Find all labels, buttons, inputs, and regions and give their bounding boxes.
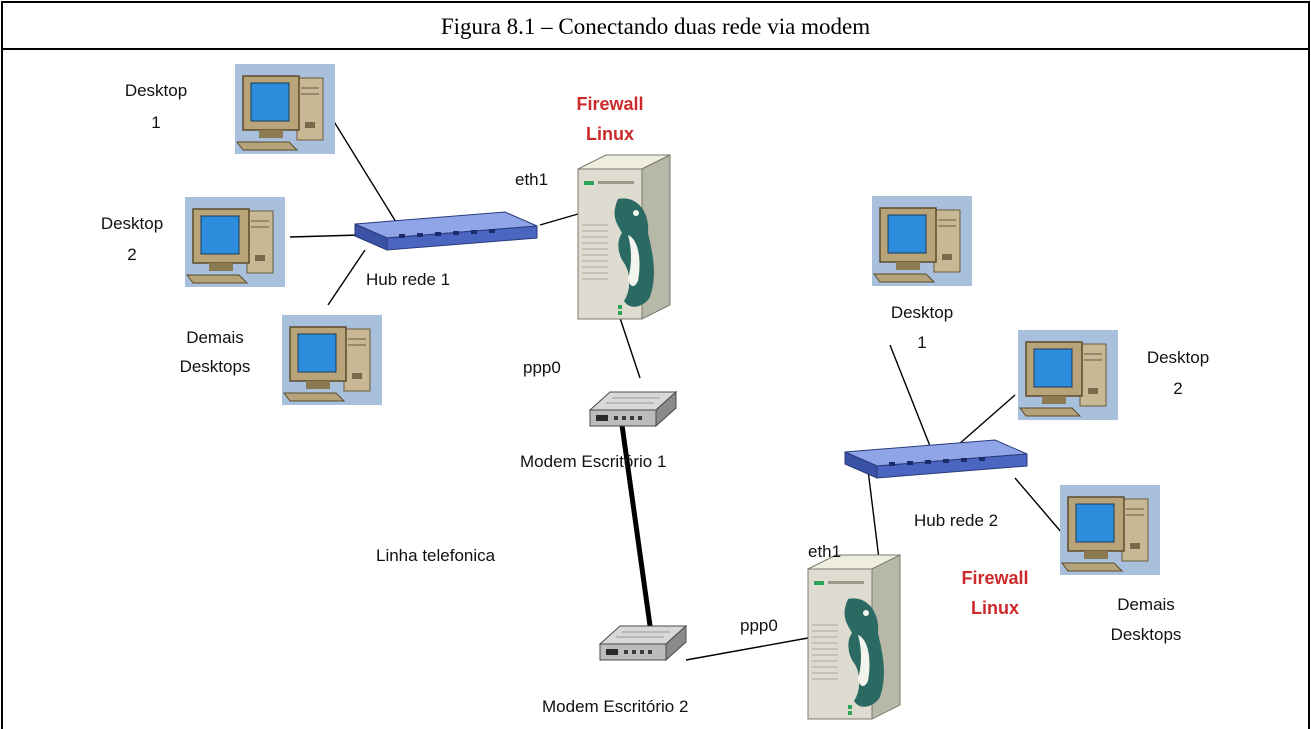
ppp0-left-label: ppp0: [523, 358, 561, 377]
modem1-label: Modem Escritório 1: [520, 452, 666, 471]
hub1-label: Hub rede 1: [366, 270, 450, 289]
desktop2-right-label-line1: Desktop: [1147, 348, 1209, 367]
eth1-left-label: eth1: [515, 170, 548, 189]
firewall2-label-line1: Firewall: [961, 568, 1028, 588]
link-firewall1-modem1: [619, 317, 641, 379]
other-desktops-left-label-line1: Demais: [186, 328, 244, 347]
frame-border-right: [1308, 1, 1310, 729]
desktop2-left-icon: [184, 196, 286, 288]
desktop2-left-label-line2: 2: [127, 245, 136, 264]
link-modem2-firewall2: [685, 637, 809, 661]
desktop2-right-label-line2: 2: [1173, 379, 1182, 398]
hub2-label: Hub rede 2: [914, 511, 998, 530]
desktop2-left-label-line1: Desktop: [101, 214, 163, 233]
desktop1-left-icon: [234, 63, 336, 155]
eth1-right-label: eth1: [808, 542, 841, 561]
desktop1-right-icon: [871, 195, 973, 287]
network-links: [289, 119, 1069, 661]
link-others-hub2: [1014, 477, 1069, 541]
firewall1-label-line2: Linux: [586, 124, 634, 144]
link-desktop2-hub1: [289, 234, 361, 238]
other-desktops-right-icon: [1059, 484, 1161, 576]
phone-line-link: [619, 424, 655, 641]
modem1-icon: [589, 391, 677, 427]
link-desktop1-hub2: [889, 344, 931, 447]
hub2-icon: [844, 439, 1028, 479]
desktop1-left-label-line2: 1: [151, 113, 160, 132]
other-desktops-right-label-line2: Desktops: [1111, 625, 1182, 644]
figure-caption: Figura 8.1 – Conectando duas rede via mo…: [440, 14, 871, 39]
caption-divider: [1, 48, 1310, 50]
firewall1-label-line1: Firewall: [576, 94, 643, 114]
link-others-hub1: [327, 249, 366, 306]
frame-border-top: [1, 1, 1310, 3]
link-hub1-firewall1: [539, 213, 579, 226]
link-desktop2-hub2: [957, 394, 1016, 446]
desktop1-left-label-line1: Desktop: [125, 81, 187, 100]
phone-line-label: Linha telefonica: [376, 546, 496, 565]
frame-border-left: [1, 1, 3, 729]
modem2-label: Modem Escritório 2: [542, 697, 688, 716]
modem2-icon: [599, 625, 687, 661]
hub1-icon: [354, 211, 538, 251]
link-desktop1-hub1: [332, 119, 397, 223]
desktop1-right-label-line2: 1: [917, 333, 926, 352]
other-desktops-right-label-line1: Demais: [1117, 595, 1175, 614]
ppp0-right-label: ppp0: [740, 616, 778, 635]
link-hub2-firewall2: [867, 469, 881, 568]
firewall1-server-icon: [577, 154, 671, 320]
firewall2-server-icon: [807, 554, 901, 720]
desktop2-right-icon: [1017, 329, 1119, 421]
desktop1-right-label-line1: Desktop: [891, 303, 953, 322]
firewall2-label-line2: Linux: [971, 598, 1019, 618]
other-desktops-left-icon: [281, 314, 383, 406]
other-desktops-left-label-line2: Desktops: [180, 357, 251, 376]
